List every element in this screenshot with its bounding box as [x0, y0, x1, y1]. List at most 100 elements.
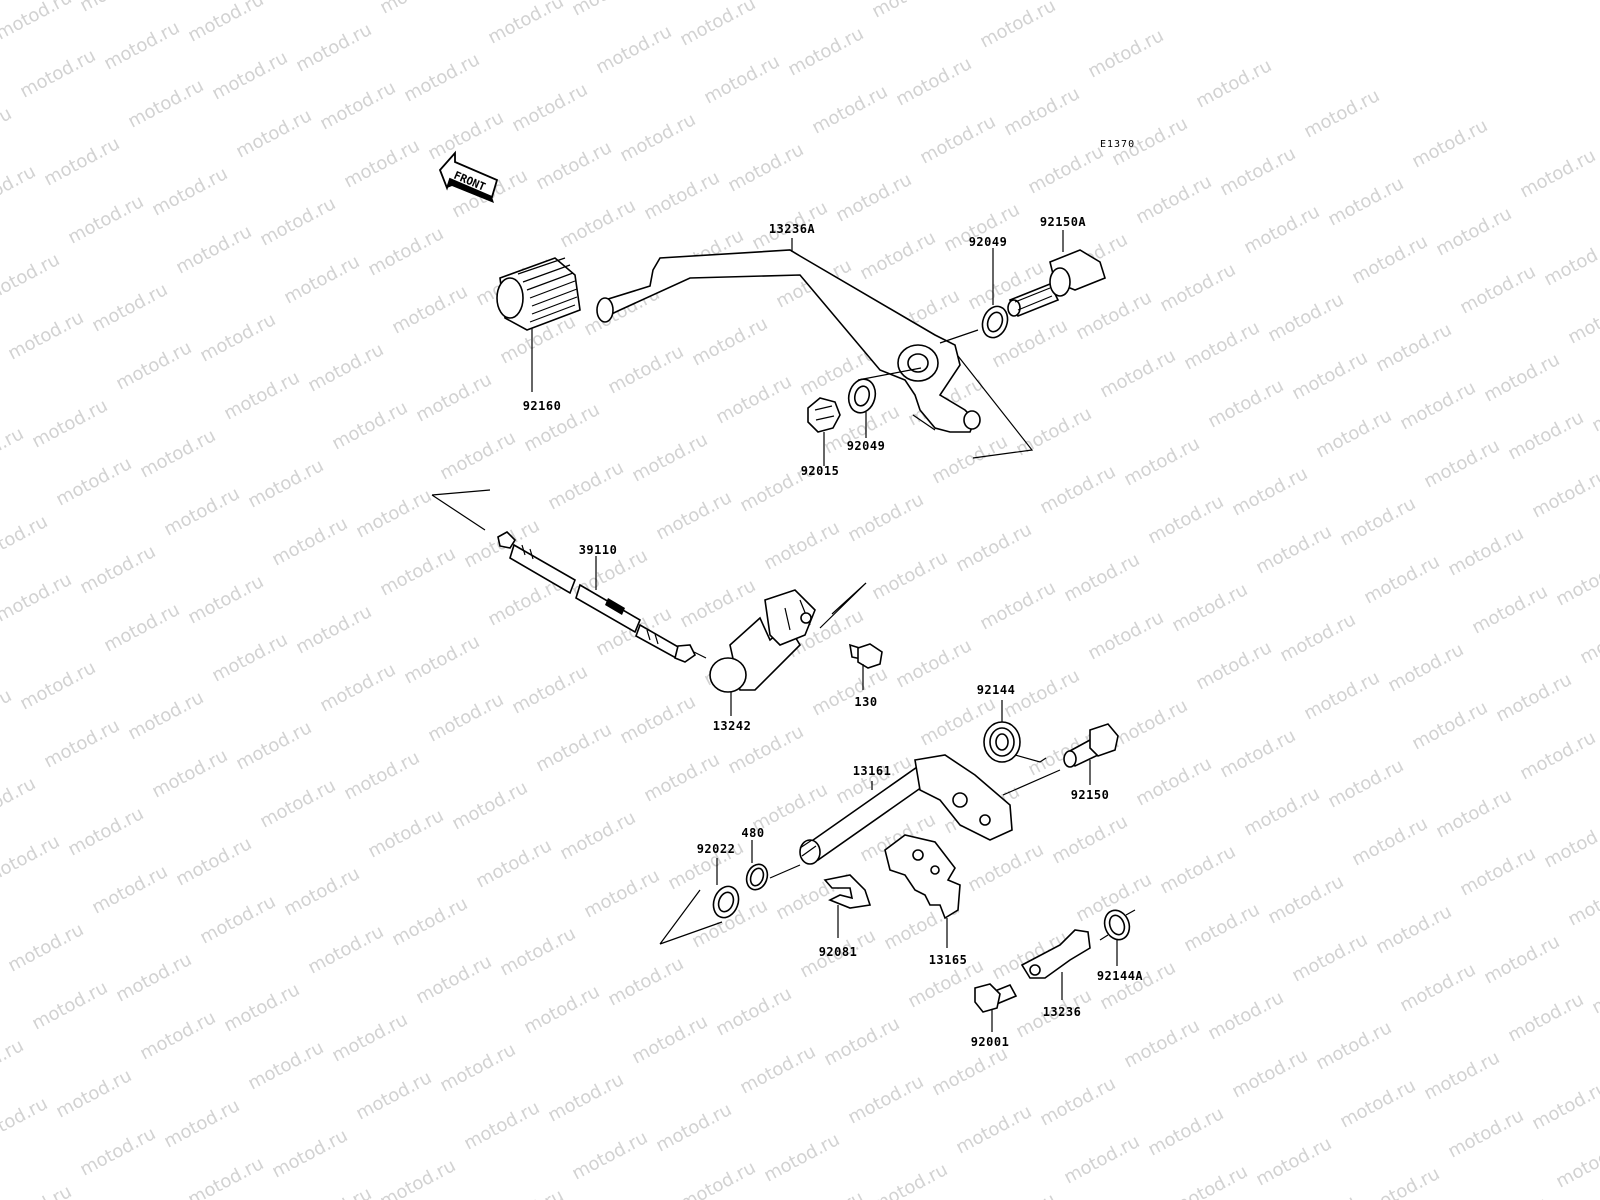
watermark-text: motod.ru: [844, 1071, 927, 1128]
watermark-text: motod.ru: [0, 103, 15, 160]
watermark-text: motod.ru: [388, 893, 471, 950]
watermark-text: motod.ru: [976, 1189, 1059, 1200]
watermark-text: motod.ru: [1144, 1103, 1227, 1160]
watermark-text: motod.ru: [148, 745, 231, 802]
diagram-code: E1370: [1100, 139, 1135, 150]
watermark-text: motod.ru: [244, 1037, 327, 1094]
watermark-text: motod.ru: [1084, 25, 1167, 82]
watermark-text: motod.ru: [0, 1035, 27, 1092]
watermark-text: motod.ru: [424, 107, 507, 164]
watermark-text: motod.ru: [376, 1155, 459, 1200]
watermark-text: motod.ru: [556, 807, 639, 864]
watermark-text: motod.ru: [460, 1097, 543, 1154]
watermark-text: motod.ru: [1012, 403, 1095, 460]
watermark-text: motod.ru: [856, 227, 939, 284]
part-label-13236: 13236: [1043, 1005, 1082, 1019]
watermark-text: motod.ru: [148, 163, 231, 220]
watermark-text: motod.ru: [1396, 959, 1479, 1016]
washer-92049-upper: [981, 305, 1009, 339]
watermark-text: motod.ru: [268, 1125, 351, 1182]
watermark-text: motod.ru: [376, 543, 459, 600]
watermark-text: motod.ru: [1132, 171, 1215, 228]
watermark-text: motod.ru: [892, 635, 975, 692]
watermark-text: motod.ru: [628, 1011, 711, 1068]
watermark-text: motod.ru: [1048, 811, 1131, 868]
watermark-text: motod.ru: [640, 167, 723, 224]
part-label-130: 130: [854, 695, 877, 709]
watermark-text: motod.ru: [1432, 203, 1515, 260]
watermark-text: motod.ru: [1504, 407, 1587, 464]
leader-lines: [531, 230, 1118, 1032]
shift-lever: [709, 589, 816, 693]
watermark-text: motod.ru: [1276, 1191, 1359, 1200]
watermark-text: motod.ru: [1504, 989, 1587, 1046]
watermark-text: motod.ru: [1300, 85, 1383, 142]
bolt-92150A: [1007, 249, 1106, 318]
watermark-text: motod.ru: [88, 279, 171, 336]
tie-rod: [431, 489, 697, 663]
watermark-text: motod.ru: [892, 53, 975, 110]
watermark-text: motod.ru: [1324, 173, 1407, 230]
watermark-text: motod.ru: [4, 307, 87, 364]
watermark-text: motod.ru: [436, 1039, 519, 1096]
watermark-text: motod.ru: [1288, 347, 1371, 404]
watermark-text: motod.ru: [100, 17, 183, 74]
watermark-text: motod.ru: [208, 629, 291, 686]
watermark-text: motod.ru: [1156, 841, 1239, 898]
watermark-text: motod.ru: [700, 51, 783, 108]
watermark-text: motod.ru: [604, 341, 687, 398]
watermark-text: motod.ru: [1564, 873, 1600, 930]
watermark-text: motod.ru: [136, 425, 219, 482]
watermark-text: motod.ru: [544, 1069, 627, 1126]
watermark-text: motod.ru: [1120, 433, 1203, 490]
watermark-text: motod.ru: [1480, 349, 1563, 406]
watermark-text: motod.ru: [124, 75, 207, 132]
watermark-text: motod.ru: [736, 1041, 819, 1098]
watermark-text: motod.ru: [1252, 1133, 1335, 1190]
watermark-text: motod.ru: [16, 45, 99, 102]
watermark-text: motod.ru: [784, 23, 867, 80]
watermark-text: motod.ru: [328, 397, 411, 454]
shift-shaft: [799, 754, 1013, 865]
watermark-text: motod.ru: [0, 569, 75, 626]
watermark-text: motod.ru: [1588, 961, 1600, 1018]
watermark-text: motod.ru: [88, 861, 171, 918]
watermark-text: motod.ru: [916, 111, 999, 168]
watermark-text: motod.ru: [340, 135, 423, 192]
watermark-text: motod.ru: [1216, 725, 1299, 782]
watermark-text: motod.ru: [184, 0, 267, 46]
watermark-text: motod.ru: [196, 309, 279, 366]
watermark-text: motod.ru: [0, 0, 75, 44]
watermark-text: motod.ru: [40, 133, 123, 190]
watermark-text: motod.ru: [160, 1095, 243, 1152]
watermark-text: motod.ru: [352, 1067, 435, 1124]
watermark-text: motod.ru: [292, 1183, 375, 1200]
watermark-text: motod.ru: [0, 365, 3, 422]
watermark-text: motod.ru: [1060, 1131, 1143, 1188]
washer-92049-lower: [847, 378, 877, 414]
watermark-text: motod.ru: [1000, 83, 1083, 140]
watermark-text: motod.ru: [1408, 115, 1491, 172]
watermark-text: motod.ru: [1264, 871, 1347, 928]
assembly-line-pedal: [857, 329, 1034, 459]
watermark-text: motod.ru: [1540, 815, 1600, 872]
watermark-text: motod.ru: [1228, 1045, 1311, 1102]
watermark-text: motod.ru: [1204, 987, 1287, 1044]
watermark-text: motod.ru: [76, 0, 159, 16]
part-label-92001: 92001: [971, 1035, 1010, 1049]
watermark-text: motod.ru: [1516, 145, 1599, 202]
watermark-text: motod.ru: [1384, 639, 1467, 696]
watermark-text: motod.ru: [832, 169, 915, 226]
part-label-480: 480: [741, 826, 764, 840]
nut-92015: [807, 397, 841, 433]
watermark-text: motod.ru: [0, 249, 63, 306]
bolt-92150: [1063, 723, 1119, 768]
part-label-13165: 13165: [929, 953, 968, 967]
watermark-text: motod.ru: [724, 139, 807, 196]
watermark-text: motod.ru: [1552, 553, 1600, 610]
watermark-text: motod.ru: [1408, 697, 1491, 754]
watermark-text: motod.ru: [1024, 141, 1107, 198]
watermark-text: motod.ru: [712, 371, 795, 428]
watermark-text: motod.ru: [544, 457, 627, 514]
watermark-text: motod.ru: [1240, 783, 1323, 840]
